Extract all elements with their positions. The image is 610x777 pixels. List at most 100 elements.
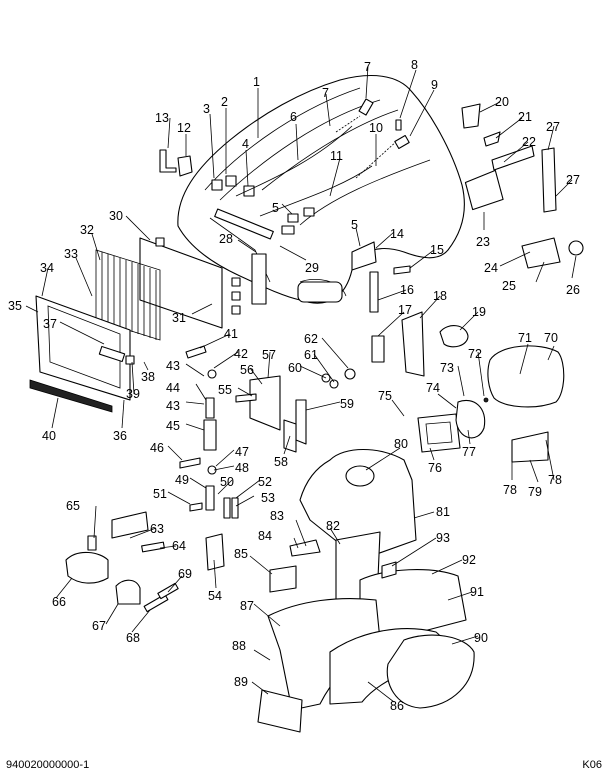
- callout-8: 8: [411, 58, 418, 72]
- callout-72: 72: [468, 347, 482, 361]
- callout-19: 19: [472, 305, 486, 319]
- grille-assembly: [95, 237, 241, 341]
- sheet-code: K06: [582, 759, 602, 771]
- callout-27b: 27: [566, 173, 580, 187]
- callout-56: 56: [240, 363, 254, 377]
- callout-57: 57: [262, 348, 276, 362]
- callout-53: 53: [261, 491, 275, 505]
- callout-78b: 78: [548, 473, 562, 487]
- callout-1: 1: [253, 75, 260, 89]
- callout-92: 92: [462, 553, 476, 567]
- callout-34: 34: [40, 261, 54, 275]
- callout-22: 22: [522, 135, 536, 149]
- callout-93: 93: [436, 531, 450, 545]
- callout-24: 24: [484, 261, 498, 275]
- callout-27a: 27: [546, 120, 560, 134]
- callout-numbers: 1 2 3 4 5 5 6 7 7 8 9 10 11 12 13 14 15 …: [8, 58, 580, 713]
- brackets-63-69: [65, 511, 179, 613]
- callout-89: 89: [234, 675, 248, 689]
- callout-11: 11: [330, 149, 343, 163]
- callout-73: 73: [440, 361, 454, 375]
- callout-35: 35: [8, 299, 22, 313]
- callout-77: 77: [462, 445, 476, 459]
- callout-62: 62: [304, 332, 318, 346]
- callout-86: 86: [390, 699, 404, 713]
- hood-assembly: [177, 75, 465, 305]
- callout-15: 15: [430, 243, 444, 257]
- callout-54: 54: [208, 589, 222, 603]
- callout-12: 12: [177, 121, 191, 135]
- callout-7b: 7: [322, 86, 329, 100]
- callout-20: 20: [495, 95, 509, 109]
- callout-79: 79: [528, 485, 542, 499]
- callout-83: 83: [270, 509, 284, 523]
- fasteners-center: [179, 345, 239, 519]
- callout-39: 39: [126, 387, 140, 401]
- callout-42: 42: [234, 347, 248, 361]
- bracket-parts-12-13: [159, 149, 193, 177]
- callout-67: 67: [92, 619, 106, 633]
- callout-58: 58: [274, 455, 288, 469]
- callout-81: 81: [436, 505, 450, 519]
- callout-31: 31: [172, 311, 186, 325]
- callout-47: 47: [235, 445, 249, 459]
- document-number: 940020000000-1: [6, 759, 90, 771]
- callout-2: 2: [221, 95, 228, 109]
- callout-23: 23: [476, 235, 490, 249]
- emblem-part-40: [29, 379, 113, 413]
- callout-63: 63: [150, 522, 164, 536]
- callout-78a: 78: [503, 483, 517, 497]
- callout-25: 25: [502, 279, 516, 293]
- callout-80: 80: [394, 437, 408, 451]
- callout-75: 75: [378, 389, 392, 403]
- callout-76: 76: [428, 461, 442, 475]
- callout-82: 82: [326, 519, 340, 533]
- callout-90: 90: [474, 631, 488, 645]
- callout-36: 36: [113, 429, 127, 443]
- callout-45: 45: [166, 419, 180, 433]
- callout-87: 87: [240, 599, 254, 613]
- callout-38: 38: [141, 370, 155, 384]
- callout-66: 66: [52, 595, 66, 609]
- callout-5a: 5: [272, 201, 279, 215]
- callout-59: 59: [340, 397, 354, 411]
- callout-6: 6: [290, 110, 297, 124]
- callout-85: 85: [234, 547, 248, 561]
- callout-18: 18: [433, 289, 447, 303]
- callout-32: 32: [80, 223, 94, 237]
- callout-7a: 7: [364, 60, 371, 74]
- callout-68: 68: [126, 631, 140, 645]
- callout-52: 52: [258, 475, 272, 489]
- callout-41: 41: [224, 327, 238, 341]
- callout-60: 60: [288, 361, 302, 375]
- callout-55: 55: [218, 383, 232, 397]
- callout-64: 64: [172, 539, 186, 553]
- callout-48: 48: [235, 461, 249, 475]
- callout-43b: 43: [166, 399, 180, 413]
- callout-26: 26: [566, 283, 580, 297]
- callout-10: 10: [369, 121, 383, 135]
- callout-33: 33: [64, 247, 78, 261]
- callout-61: 61: [304, 348, 318, 362]
- callout-84: 84: [258, 529, 272, 543]
- grille-surround-frame: [35, 295, 135, 401]
- callout-44: 44: [166, 381, 180, 395]
- callout-21: 21: [518, 110, 532, 124]
- callout-4: 4: [242, 137, 249, 151]
- callout-74: 74: [426, 381, 440, 395]
- callout-16: 16: [400, 283, 414, 297]
- callout-13: 13: [155, 111, 169, 125]
- brackets-55-59: [235, 375, 307, 453]
- callout-29: 29: [305, 261, 319, 275]
- parts-14-27: [351, 103, 584, 377]
- callout-28: 28: [219, 232, 233, 246]
- callout-5b: 5: [351, 218, 358, 232]
- callout-49: 49: [175, 473, 189, 487]
- callout-65: 65: [66, 499, 80, 513]
- callout-91: 91: [470, 585, 484, 599]
- callout-9: 9: [431, 78, 438, 92]
- callout-leader-lines: [25, 65, 577, 703]
- callout-50: 50: [220, 475, 234, 489]
- fender-panels: [205, 448, 475, 733]
